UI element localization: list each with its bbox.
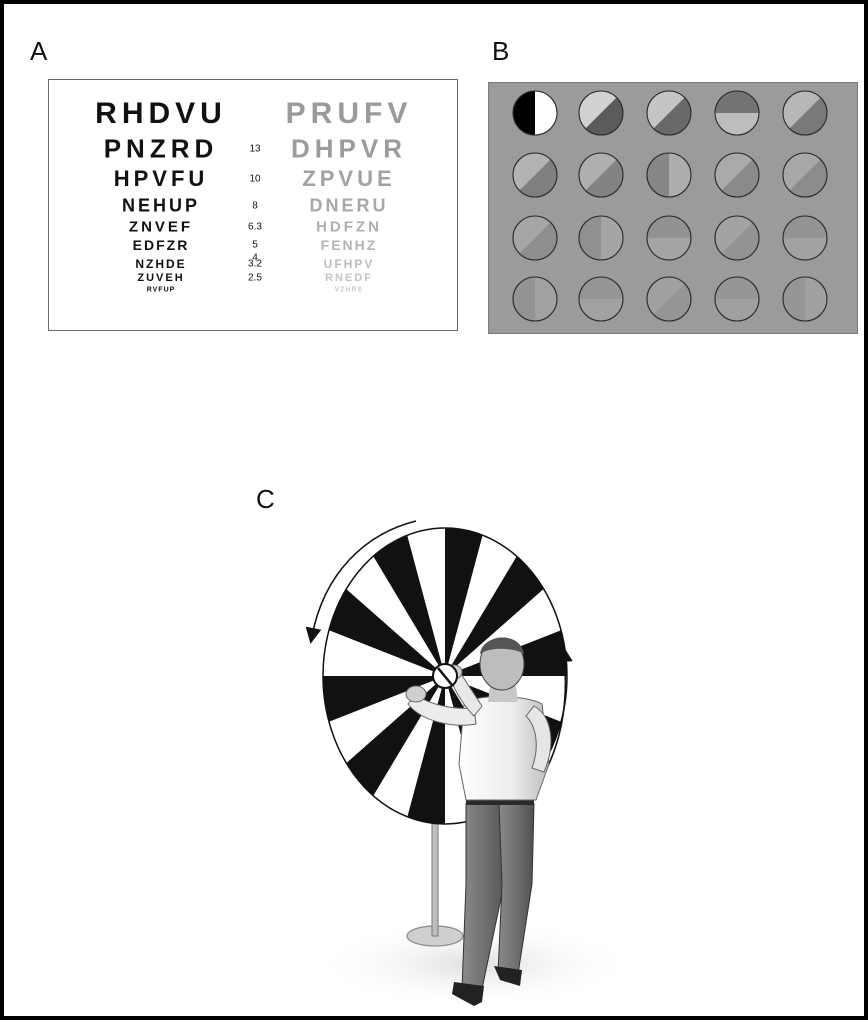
rotating-drum-illustration bbox=[4, 4, 868, 1020]
person-left-hand bbox=[406, 686, 426, 702]
